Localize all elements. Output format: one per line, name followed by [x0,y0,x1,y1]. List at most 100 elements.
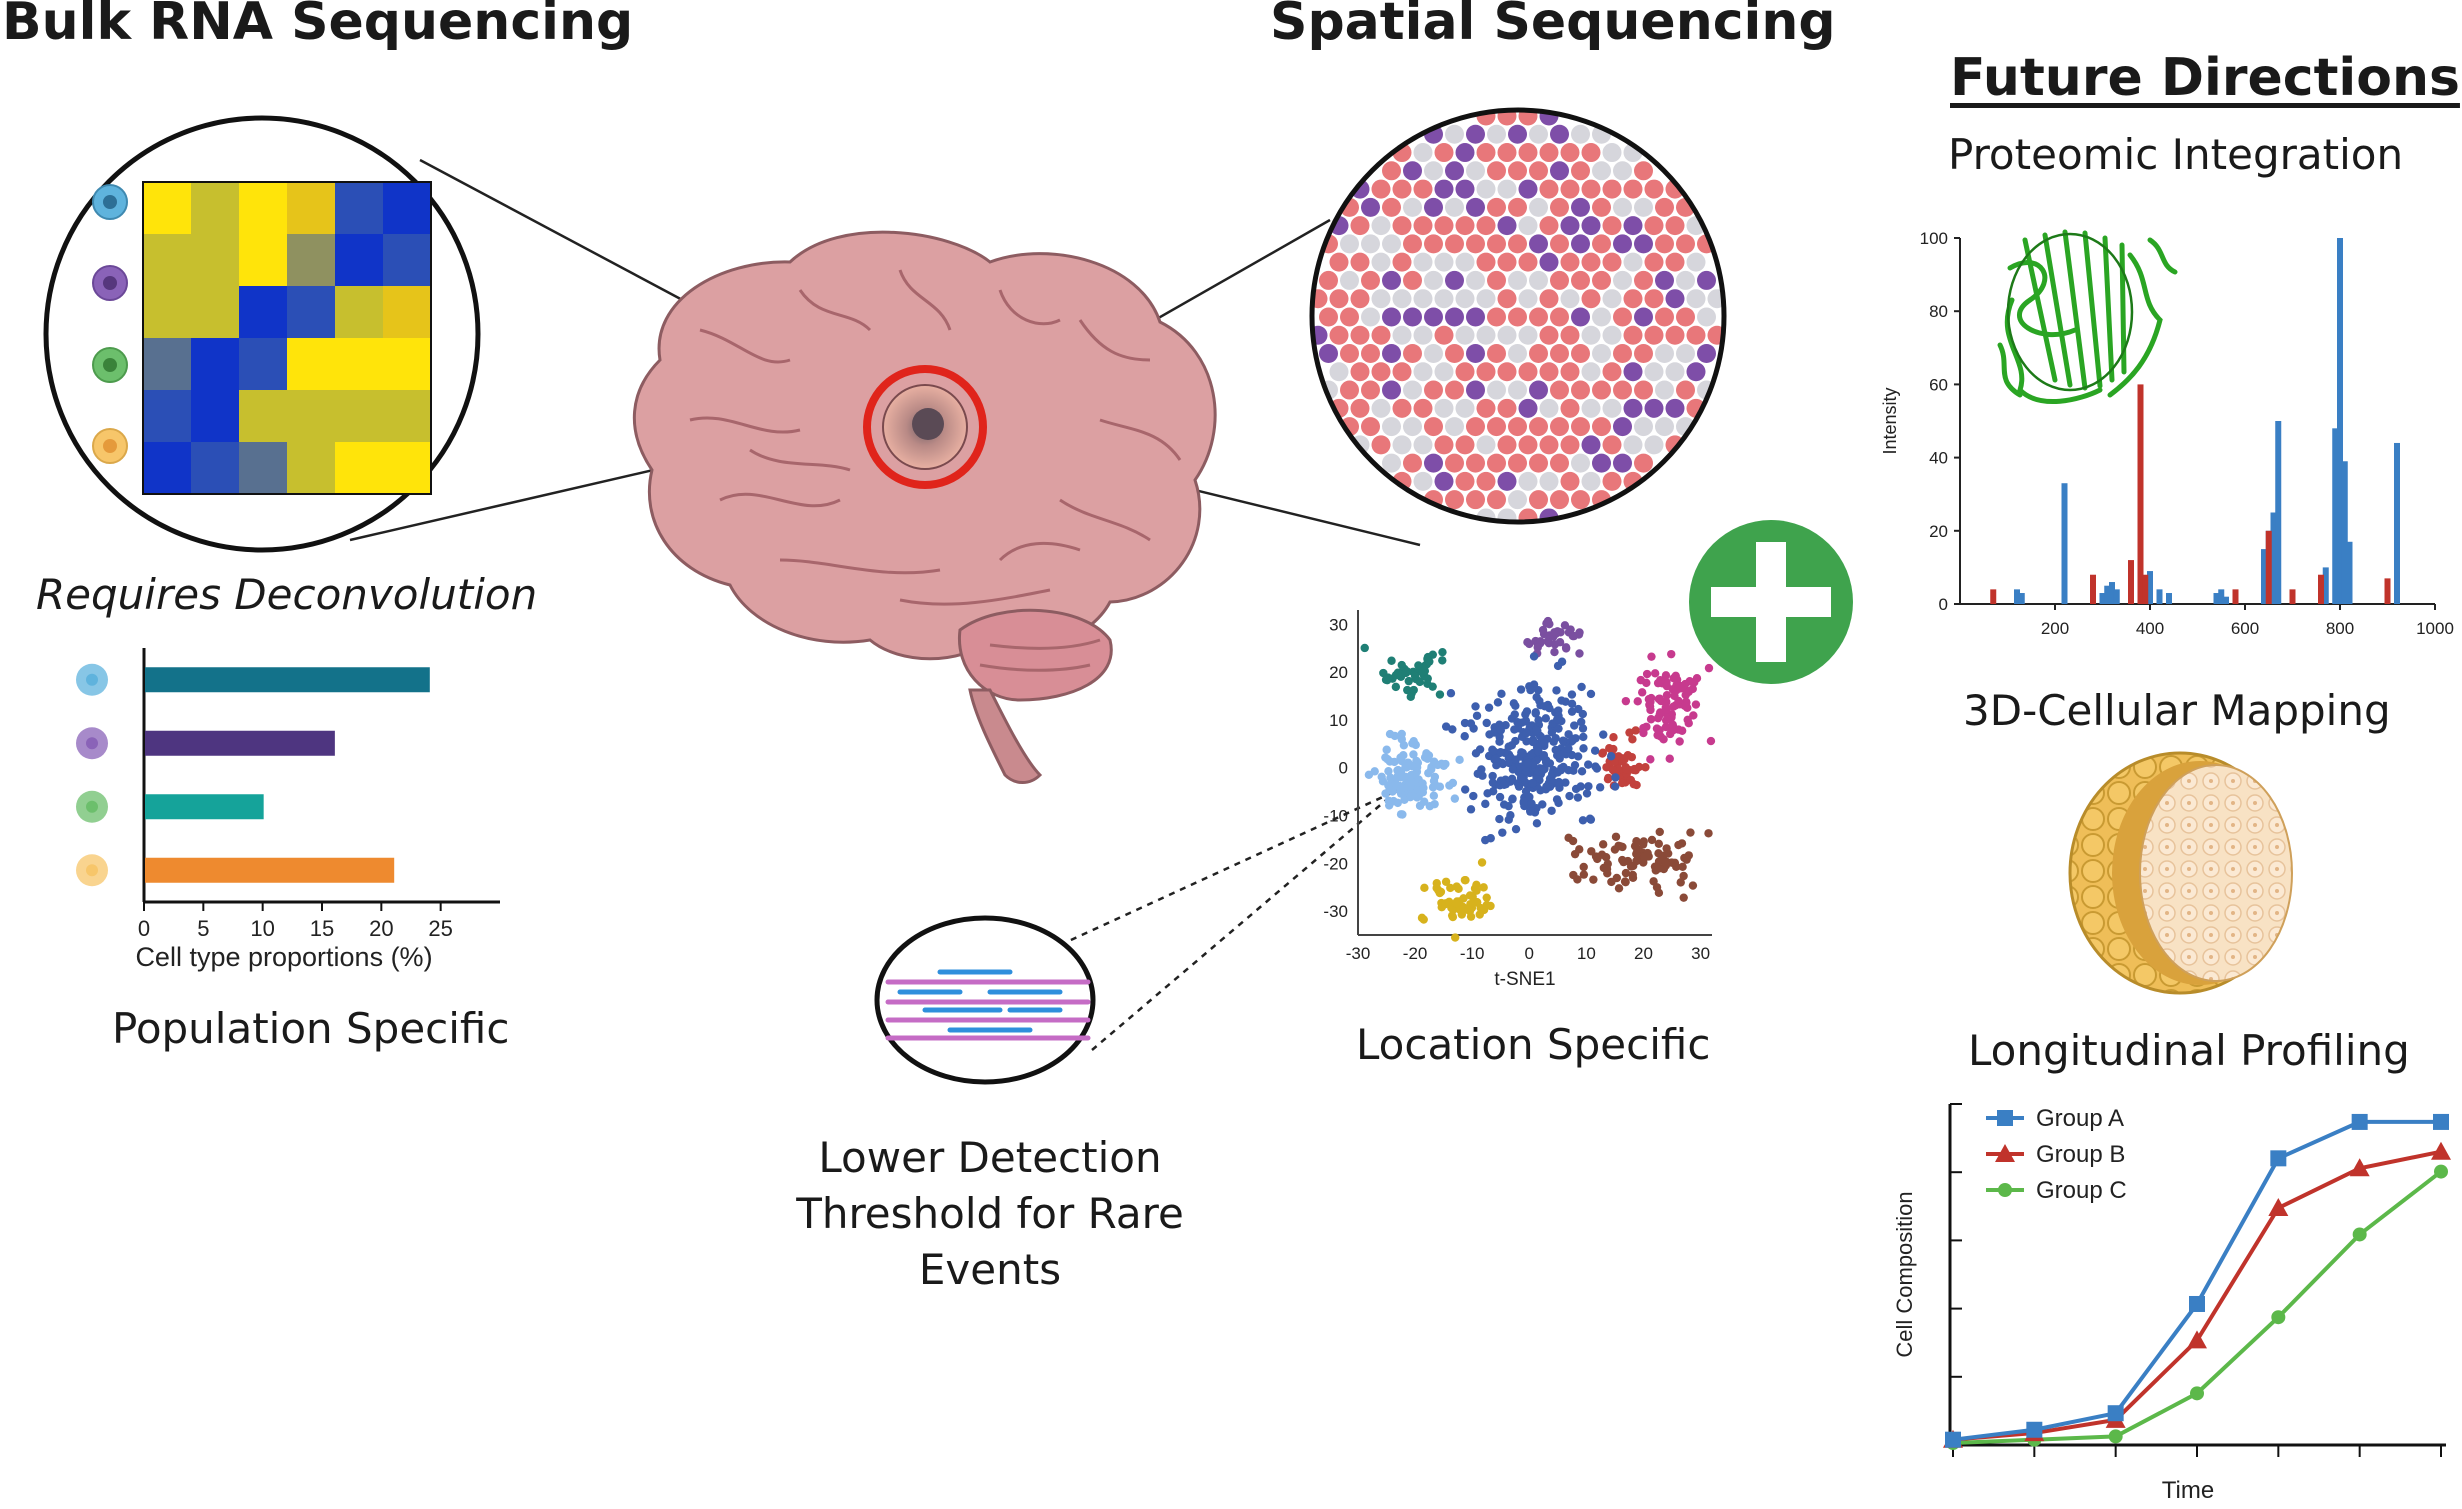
data-point [1415,677,1425,687]
spatial-spot [1476,216,1496,236]
spatial-spot [1634,270,1653,290]
data-point [1570,721,1579,730]
rare-events-label: Lower Detection Threshold for Rare Event… [796,1133,1184,1294]
spatial-spot [1529,161,1548,181]
data-point [2187,1330,2207,1349]
data-point [1492,761,1501,770]
data-point [1390,731,1400,741]
legend-label: Group A [2036,1105,2124,1132]
spatial-spot [1581,252,1601,272]
data-point [1573,875,1582,884]
y-axis-label: Cell Composition [1892,1191,1917,1357]
spatial-spot [1445,453,1464,473]
data-point [1579,744,1588,753]
data-point [1534,686,1543,695]
spatial-spot [1424,417,1443,437]
data-point [1472,711,1482,720]
spatial-spot [1613,344,1632,364]
heatmap-cell [335,182,383,234]
data-point [1381,675,1391,684]
spatial-spot [1487,307,1506,327]
data-point [1397,735,1406,744]
spatial-spot [1508,161,1527,181]
spatial-spot [1665,398,1685,418]
data-point [1585,814,1595,823]
data-point [1533,643,1542,652]
spatial-spot [1665,362,1685,382]
data-point [2108,1429,2123,1444]
spatial-spot [1581,435,1601,455]
data-point [1617,778,1627,788]
spatial-spot [1434,325,1454,345]
protein-structure-icon [1997,229,2178,405]
data-point [1554,777,1564,787]
spatial-spot [1371,179,1391,199]
spatial-spot [1518,143,1538,163]
spatial-spot [1602,435,1622,455]
spatial-spot [1571,161,1590,181]
data-point [1552,795,1562,804]
heatmap-cell [287,338,335,390]
data-point [1514,782,1524,791]
spatial-spot [1665,325,1685,345]
spatial-spot [1665,289,1685,309]
spatial-spot [1424,344,1443,364]
heatmap-cell [239,390,287,442]
data-point [1608,765,1618,775]
spatial-spot [1592,270,1611,290]
spatial-spot [1560,289,1580,309]
spatial-spot [1413,252,1433,272]
spatial-spot [1665,216,1685,236]
data-point [1628,870,1637,880]
spatial-spot [1424,380,1443,400]
cell-icon [92,347,128,383]
spatial-spot [1445,417,1464,437]
spatial-spot [1634,453,1653,473]
cell-icon [92,428,128,464]
data-point [1575,845,1584,854]
x-tick-label: 0 [1525,944,1534,963]
heatmap-cell [239,338,287,390]
spatial-spot [1466,161,1485,181]
data-point [1576,782,1585,791]
data-point [1505,758,1514,768]
spatial-spot [1539,325,1559,345]
spatial-spot [1571,307,1590,327]
data-point [2270,1150,2287,1167]
data-point [1689,711,1698,720]
spatial-spot [1539,143,1559,163]
heatmap-cell [383,182,431,234]
data-point [1360,643,1369,653]
spatial-spot [1634,161,1653,181]
spatial-spot [1581,289,1601,309]
spatial-spot [1676,307,1695,327]
data-point [1704,663,1714,673]
spatial-spot [1361,234,1380,254]
data-point [1586,689,1596,699]
spatial-spot [1487,270,1506,290]
y-tick-label: 60 [1929,375,1948,394]
spatial-spot [1623,435,1643,455]
spatial-spot [1445,161,1464,181]
spatial-spot [1560,471,1580,491]
data-point [1610,782,1620,791]
data-point [1511,755,1520,764]
spatial-spot [1665,252,1685,272]
data-point [1404,676,1413,686]
spatial-spot [1497,508,1517,522]
data-point [1538,800,1547,809]
spatial-spot [1592,344,1611,364]
spatial-spot [1634,380,1653,400]
data-point [1557,696,1566,705]
data-point [1584,782,1593,791]
data-point [1378,777,1388,786]
data-point [1479,883,1488,892]
data-point [1675,737,1684,746]
data-point [1565,791,1574,801]
data-point [1634,762,1644,772]
data-point [1542,619,1551,628]
data-point [1575,649,1584,658]
data-point [1609,733,1618,742]
bar [145,667,430,693]
data-point [1538,766,1547,775]
